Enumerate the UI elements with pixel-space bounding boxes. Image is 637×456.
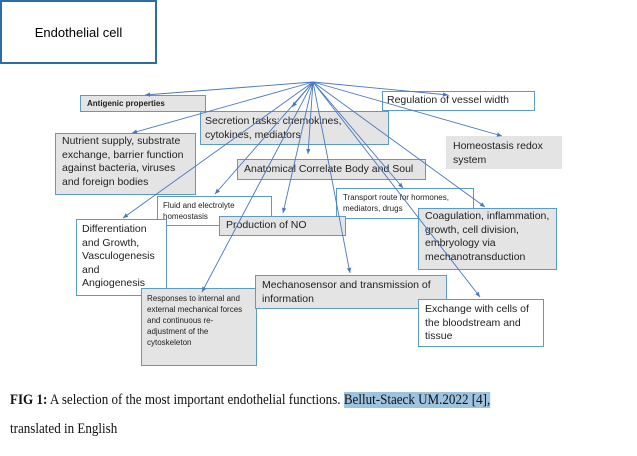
box-antigenic-properties: Antigenic properties: [80, 95, 206, 112]
box-homeostasis-redox: Homeostasis redox system: [446, 136, 562, 169]
arrowhead-mechanosensor: [346, 267, 352, 273]
arrowhead-differentiation: [123, 213, 129, 218]
box-secretion-tasks: Secretion tasks: chemokines, cytokines, …: [200, 111, 389, 145]
caption-citation: Bellut-Staeck UM.2022 [4],: [343, 392, 491, 408]
endothelial-cell-box: Endothelial cell: [0, 0, 157, 64]
arrowhead-fluid: [215, 188, 220, 194]
arrowhead-anatomical: [306, 148, 311, 154]
box-mechanical-responses: Responses to internal and external mecha…: [141, 288, 257, 366]
figure-label: FIG 1:: [10, 392, 48, 408]
box-production-no: Production of NO: [219, 216, 346, 236]
caption-text: A selection of the most important endoth…: [47, 392, 344, 408]
box-differentiation-growth: Differentiation and Growth, Vasculogenes…: [76, 219, 167, 296]
arrowhead-coagulation: [479, 202, 485, 207]
arrowhead-no: [281, 207, 287, 213]
arrow-to-secretion: [291, 81, 314, 108]
arrow-to-no: [282, 81, 314, 214]
box-exchange-cells: Exchange with cells of the bloodstream a…: [418, 299, 544, 347]
figure-caption-line2: translated in English: [10, 421, 118, 437]
box-anatomical-correlate: Anatomical Correlate Body and Soul: [237, 159, 426, 180]
arrowhead-secretion: [292, 101, 297, 107]
arrowhead-exchange: [475, 291, 480, 297]
box-regulation-vessel-width: Regulation of vessel width: [382, 91, 535, 111]
figure-caption-line1: FIG 1: A selection of the most important…: [10, 392, 491, 409]
box-coagulation: Coagulation, inflammation, growth, cell …: [418, 208, 557, 270]
arrow-to-antigenic: [144, 81, 314, 96]
box-nutrient-supply: Nutrient supply, substrate exchange, bar…: [55, 133, 196, 195]
